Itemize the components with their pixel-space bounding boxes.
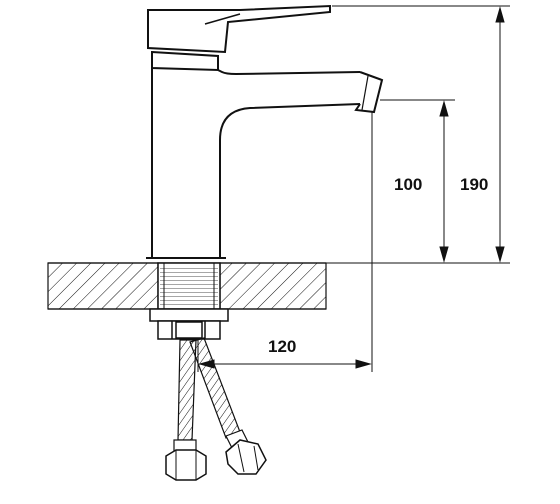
faucet-column [151, 68, 361, 259]
spout-tip [354, 71, 384, 114]
supply-hose-left [165, 339, 207, 481]
dimension-190-label: 190 [460, 175, 488, 194]
threaded-shank [157, 262, 221, 310]
lever-handle [147, 4, 331, 54]
mounting-nut [149, 308, 229, 340]
dimension-120-label: 120 [268, 337, 296, 356]
collar [151, 50, 219, 72]
faucet-body [146, 4, 384, 259]
dimension-100-label: 100 [394, 175, 422, 194]
dimension-lines [197, 5, 510, 372]
